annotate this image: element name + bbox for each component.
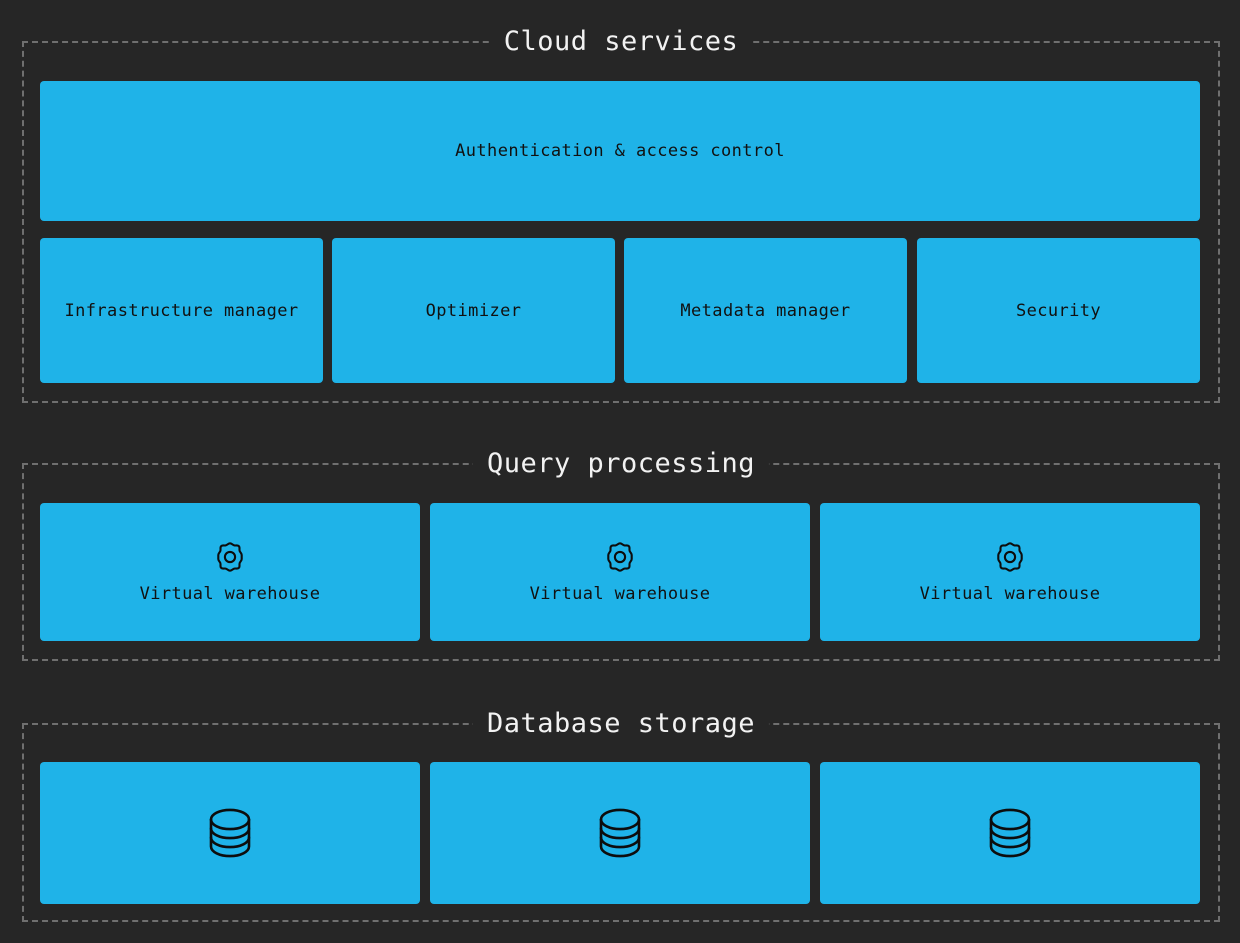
node-database-2[interactable] [430, 762, 810, 904]
node-label: Infrastructure manager [64, 300, 299, 321]
node-label: Optimizer [425, 300, 522, 321]
node-label: Security [1015, 300, 1102, 321]
gear-icon [993, 540, 1027, 574]
node-virtual-warehouse-1[interactable]: Virtual warehouse [40, 503, 420, 641]
node-virtual-warehouse-2[interactable]: Virtual warehouse [430, 503, 810, 641]
node-label: Metadata manager [680, 300, 851, 321]
node-label: Virtual warehouse [139, 583, 321, 604]
group-title-query-processing: Query processing [472, 448, 770, 480]
node-virtual-warehouse-3[interactable]: Virtual warehouse [820, 503, 1200, 641]
node-database-3[interactable] [820, 762, 1200, 904]
group-database-storage: Database storage [22, 708, 1220, 922]
node-label: Virtual warehouse [919, 583, 1101, 604]
node-infrastructure-manager[interactable]: Infrastructure manager [40, 238, 323, 383]
database-icon [987, 806, 1033, 860]
gear-icon [603, 540, 637, 574]
group-cloud-services: Cloud services [22, 26, 1220, 403]
node-metadata-manager[interactable]: Metadata manager [624, 238, 907, 383]
node-security[interactable]: Security [917, 238, 1200, 383]
node-database-1[interactable] [40, 762, 420, 904]
gear-icon [213, 540, 247, 574]
group-query-processing: Query processing [22, 448, 1220, 661]
node-authentication-access-control[interactable]: Authentication & access control [40, 81, 1200, 221]
node-label: Virtual warehouse [529, 583, 711, 604]
node-optimizer[interactable]: Optimizer [332, 238, 615, 383]
group-title-cloud-services: Cloud services [489, 26, 753, 58]
group-title-database-storage: Database storage [472, 708, 770, 740]
database-icon [207, 806, 253, 860]
database-icon [597, 806, 643, 860]
node-label: Authentication & access control [455, 141, 785, 161]
